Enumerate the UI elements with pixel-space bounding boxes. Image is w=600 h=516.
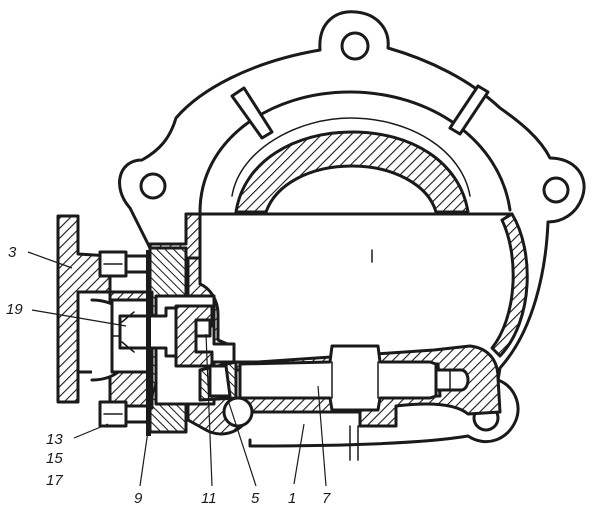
leader-7 <box>317 385 327 487</box>
leader-13 <box>73 423 109 439</box>
mounting-lug-top <box>340 31 370 61</box>
callout-9: 9 <box>134 490 143 507</box>
leader-1 <box>293 423 305 485</box>
mounting-lug-right <box>542 176 570 204</box>
callout-3: 3 <box>8 244 17 261</box>
bolt-bottom <box>98 400 152 428</box>
leader-5 <box>227 399 257 487</box>
housing-rib-left <box>230 86 274 140</box>
callout-15: 15 <box>46 450 63 467</box>
detail-dashes <box>349 249 373 461</box>
callout-19: 19 <box>6 301 23 318</box>
callout-17: 17 <box>46 472 63 489</box>
callout-labels: 3 19 13 15 17 9 11 5 1 7 <box>6 244 331 507</box>
leader-lines <box>27 251 327 487</box>
leader-3 <box>27 251 73 269</box>
pump-cover-flange <box>56 214 154 410</box>
callout-11: 11 <box>201 490 217 507</box>
gear-crescent <box>234 130 470 214</box>
bolt-top <box>98 250 152 278</box>
leader-11 <box>205 333 213 487</box>
callout-1: 1 <box>288 490 296 507</box>
mounting-lug-left <box>139 172 167 200</box>
callout-13: 13 <box>46 431 63 448</box>
housing-rib-right <box>448 84 490 136</box>
leader-19 <box>31 309 127 327</box>
housing-bore <box>198 90 512 214</box>
leader-9 <box>139 375 157 487</box>
drive-shaft <box>238 344 470 412</box>
callout-5: 5 <box>251 490 260 507</box>
gasket-plate <box>146 250 151 436</box>
callout-7: 7 <box>322 490 331 507</box>
